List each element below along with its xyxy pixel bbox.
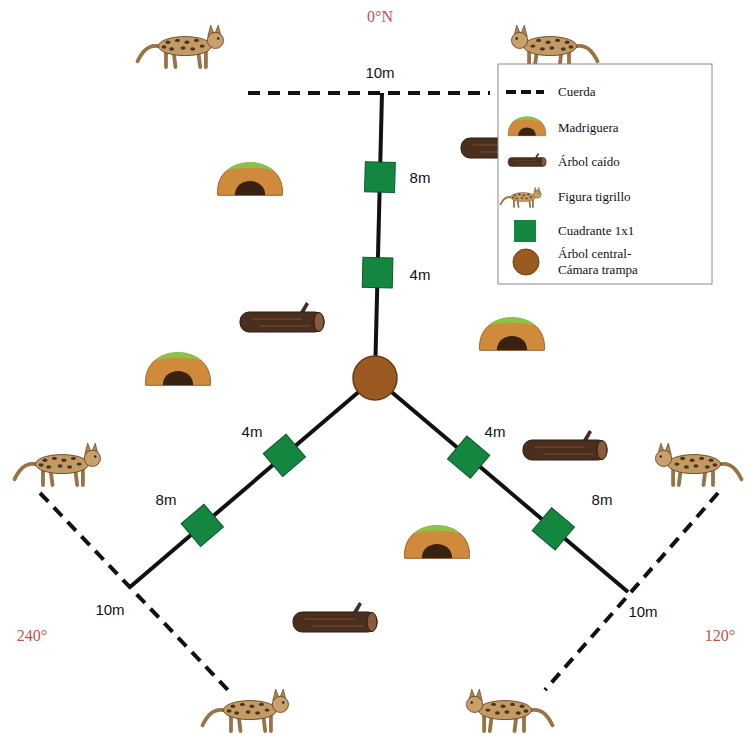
bearing-label: 0°N <box>365 8 395 26</box>
tigrillo-figure <box>656 443 742 485</box>
distance-label: 8m <box>154 492 179 509</box>
distance-label: 8m <box>408 170 433 187</box>
rope-dashed <box>40 493 228 690</box>
bearing-label: 240° <box>15 627 49 645</box>
distance-label: 10m <box>93 602 126 619</box>
rope-dashed <box>545 493 718 690</box>
distance-label: 10m <box>363 65 396 82</box>
fallen-log-figure <box>293 602 377 632</box>
rope-line <box>130 378 375 587</box>
legend-box <box>498 64 712 284</box>
quadrant-square <box>447 436 489 478</box>
legend-text: Árbol caído <box>558 154 620 170</box>
bearing-label: 120° <box>703 627 737 645</box>
tigrillo-figure <box>501 187 542 207</box>
legend-text: Madriguera <box>558 120 619 136</box>
distance-label: 10m <box>626 604 659 621</box>
distance-label: 4m <box>483 424 508 441</box>
rope-dashed <box>248 91 490 95</box>
tigrillo-figure <box>138 25 224 67</box>
legend-text: Cuadrante 1x1 <box>558 223 634 239</box>
fallen-log-figure <box>240 302 324 332</box>
legend-text: Cuerda <box>558 84 596 100</box>
distance-label: 8m <box>590 492 615 509</box>
burrow-figure <box>508 116 546 135</box>
quadrant-square <box>532 508 574 550</box>
burrow-figure <box>405 525 470 558</box>
tigrillo-figure <box>512 25 598 67</box>
rope-line <box>375 378 628 592</box>
burrow-figure <box>146 352 211 385</box>
quadrant-square <box>365 162 396 193</box>
fallen-log-figure <box>523 430 607 460</box>
fallen-log-figure <box>508 153 546 167</box>
quadrant-square <box>362 257 393 288</box>
burrow-figure <box>480 317 545 350</box>
distance-label: 4m <box>408 267 433 284</box>
tigrillo-figure <box>14 443 100 485</box>
quadrant-square <box>181 504 223 546</box>
distance-label: 4m <box>240 424 265 441</box>
burrow-figure <box>218 162 283 195</box>
central-tree <box>353 356 397 400</box>
legend-tree <box>513 249 539 275</box>
legend-text: Figura tigrillo <box>558 189 631 205</box>
legend-rope <box>506 90 544 94</box>
legend-text: Árbol central- Cámara trampa <box>558 246 658 279</box>
legend-swatch <box>514 220 536 242</box>
tigrillo-figure <box>203 689 289 731</box>
tigrillo-figure <box>467 689 553 731</box>
rope-line <box>375 93 382 378</box>
quadrant-square <box>263 434 305 476</box>
